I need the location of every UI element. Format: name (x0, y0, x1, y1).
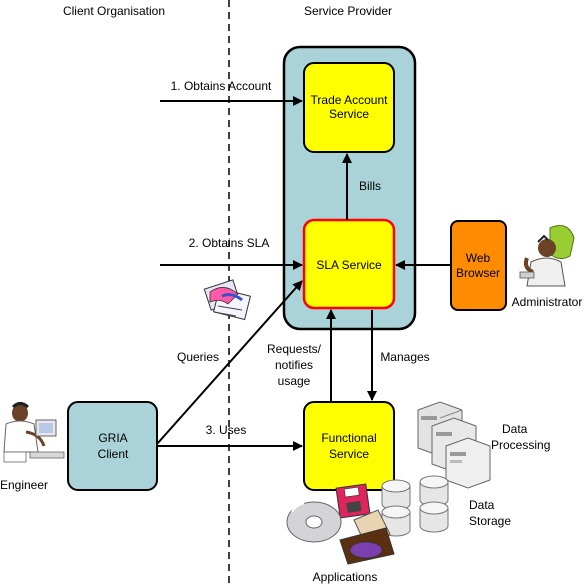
requests-label-line1: Requests/ (267, 342, 322, 356)
manages-label: Manages (380, 350, 429, 364)
administrator-label: Administrator (512, 295, 583, 309)
server-icon (417, 401, 491, 489)
handshake-document-icon (203, 279, 252, 321)
sla-service-box[interactable]: SLA Service (302, 218, 396, 310)
trade-account-service-box[interactable]: Trade Account Service (303, 62, 395, 153)
gria-client-box[interactable]: GRIA Client (67, 401, 158, 491)
queries-arrow (156, 280, 303, 445)
web-browser-label-line2: Browser (456, 266, 500, 280)
requests-label-line3: usage (278, 374, 311, 388)
queries-label: Queries (177, 350, 219, 364)
data-storage-label-line1: Data (469, 498, 495, 512)
trade-account-label-line1: Trade Account (311, 93, 389, 107)
service-provider-label: Service Provider (304, 4, 392, 18)
data-storage-label-line2: Storage (469, 514, 511, 528)
trade-account-label-line2: Service (329, 107, 369, 121)
database-disk-icon (381, 475, 449, 537)
functional-service-box[interactable]: Functional Service (303, 401, 395, 491)
engineer-icon (3, 402, 65, 463)
functional-service-label-line1: Functional (321, 431, 376, 445)
obtains-account-label: 1. Obtains Account (171, 79, 272, 93)
uses-label: 3. Uses (206, 423, 247, 437)
obtains-sla-label: 2. Obtains SLA (189, 236, 270, 250)
administrator-icon (519, 225, 575, 287)
data-processing-label-line1: Data (502, 422, 528, 436)
gria-client-label-line1: GRIA (98, 431, 127, 445)
applications-software-icon (286, 483, 395, 565)
sla-service-label: SLA Service (316, 258, 382, 272)
applications-label: Applications (313, 570, 378, 584)
web-browser-label-line1: Web (466, 251, 491, 265)
gria-client-label-line2: Client (98, 447, 129, 461)
requests-label-line2: notifies (275, 358, 313, 372)
web-browser-box[interactable]: Web Browser (450, 220, 507, 311)
functional-service-label-line2: Service (329, 447, 369, 461)
engineer-label: Engineer (0, 478, 48, 492)
bills-label: Bills (359, 179, 381, 193)
data-processing-label-line2: Processing (491, 438, 550, 452)
client-organisation-label: Client Organisation (63, 4, 165, 18)
